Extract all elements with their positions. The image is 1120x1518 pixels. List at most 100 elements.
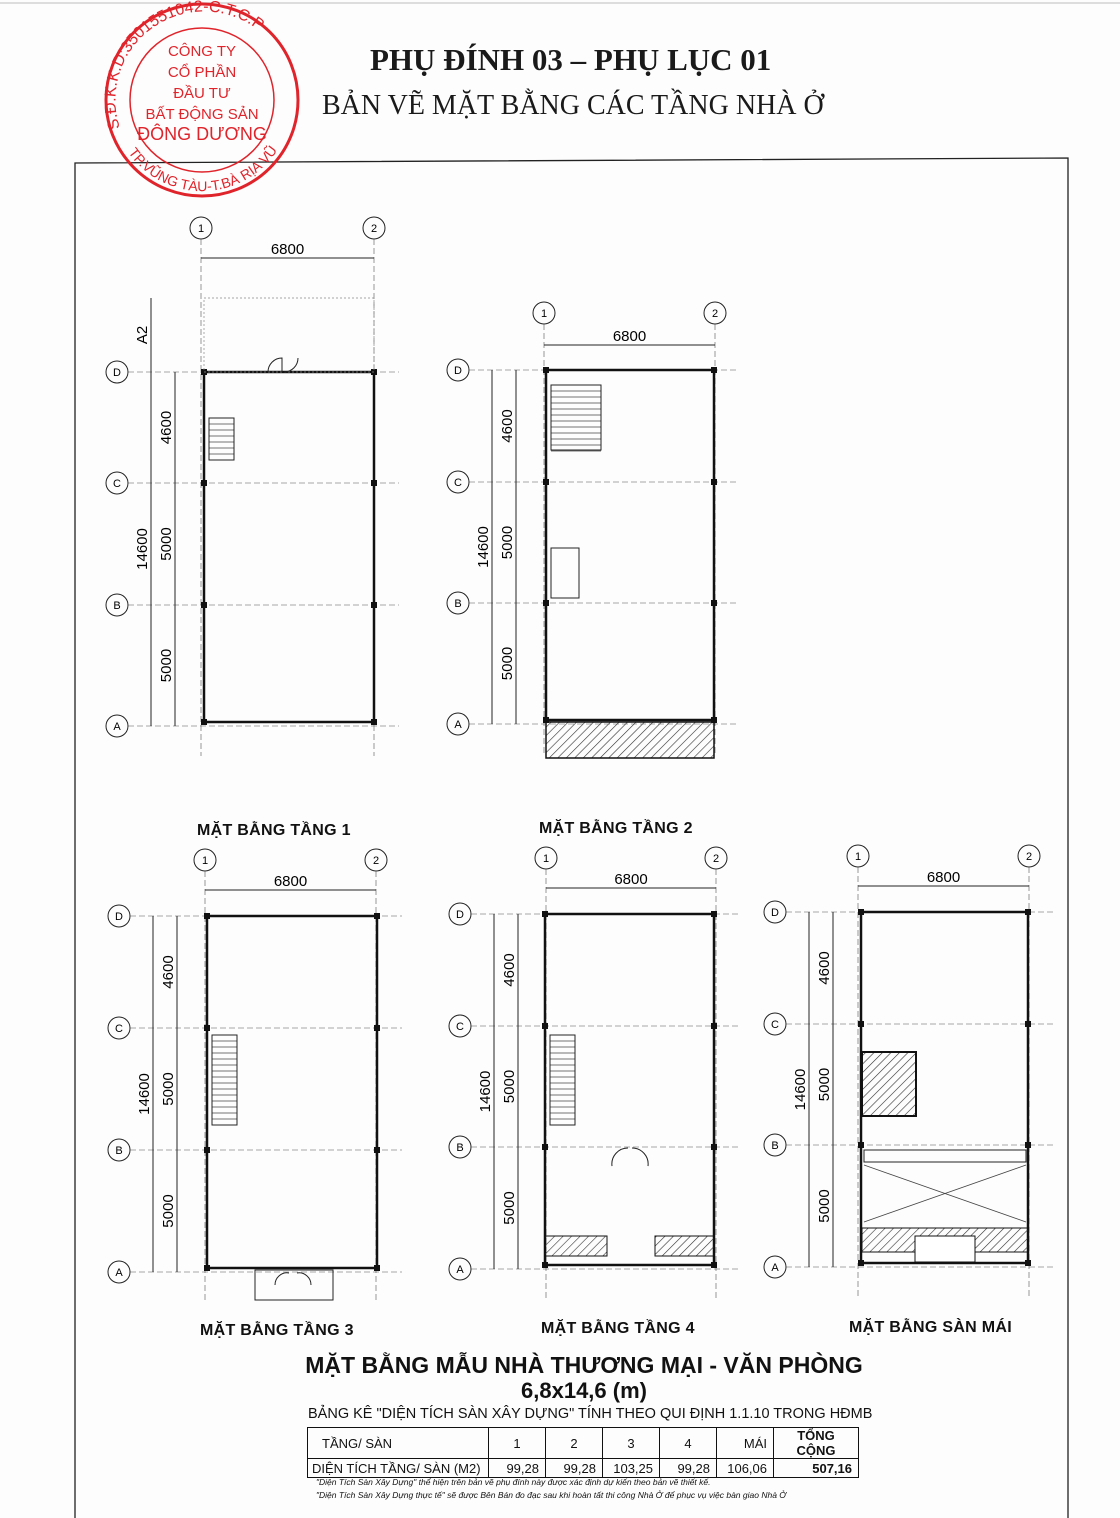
document-subtitle: BẢN VẼ MẶT BẰNG CÁC TẦNG NHÀ Ở <box>322 90 824 121</box>
row-dimension: 5000 <box>499 526 516 559</box>
stamp-outer-ring <box>104 2 300 198</box>
row-dimension: 5000 <box>499 647 516 680</box>
grid-label: B <box>771 1140 778 1152</box>
row-dimension: 4600 <box>160 955 177 988</box>
extra-dimension: A2 <box>134 326 151 344</box>
column <box>201 719 207 725</box>
row-dimension: 5000 <box>158 527 175 560</box>
column <box>371 602 377 608</box>
row-dimension: 4600 <box>158 411 175 444</box>
staircase <box>211 1034 238 1126</box>
stamp-center-text: BẤT ĐỘNG SẢN <box>145 106 258 123</box>
area-cell: 106,06 <box>716 1458 774 1478</box>
exterior-wall <box>202 370 376 724</box>
area-cell: 103,25 <box>602 1458 660 1478</box>
plan-title-floor-3: MẶT BẰNG TẦNG 3 <box>200 1322 354 1339</box>
width-dimension: 6800 <box>274 873 307 890</box>
grid-label: 1 <box>855 851 861 863</box>
column <box>543 479 549 485</box>
grid-label: D <box>113 367 121 379</box>
grid-label: C <box>456 1021 464 1033</box>
column <box>201 602 207 608</box>
row-dimension: 4600 <box>816 951 833 984</box>
total-dimension: 14600 <box>477 1071 494 1113</box>
column <box>543 600 549 606</box>
row-dimension: 5000 <box>160 1194 177 1227</box>
staircase <box>549 1034 576 1126</box>
exterior-wall <box>205 914 379 1270</box>
door <box>274 1272 312 1286</box>
column <box>711 1262 717 1268</box>
footnote: "Diện Tích Sàn Xây Dựng thực tế" sẽ được… <box>316 1490 787 1500</box>
column <box>711 600 717 606</box>
grid-label: 2 <box>371 223 377 235</box>
grid-label: 2 <box>712 308 718 320</box>
grid-label: 2 <box>713 853 719 865</box>
roof-door <box>914 1235 976 1263</box>
total-dimension: 14600 <box>134 528 151 570</box>
row-dimension: 5000 <box>160 1072 177 1105</box>
grid-label: 2 <box>1026 851 1032 863</box>
total-cell: 507,16 <box>773 1458 859 1478</box>
grid-label: A <box>115 1267 123 1279</box>
plan-title-roof: MẶT BẰNG SÀN MÁI <box>849 1319 1013 1336</box>
row-dimension: 5000 <box>501 1070 518 1103</box>
grid-label: B <box>454 598 461 610</box>
grid-label: 1 <box>198 223 204 235</box>
grid-label: D <box>456 909 464 921</box>
sheet-frame <box>74 157 1069 1518</box>
grid-label: B <box>115 1145 122 1157</box>
column <box>711 479 717 485</box>
column <box>1025 1260 1031 1266</box>
grid-label: 2 <box>373 855 379 867</box>
scan-edge <box>0 2 1120 4</box>
column <box>204 1147 210 1153</box>
total-dimension: 14600 <box>136 1073 153 1115</box>
column <box>204 913 210 919</box>
staircase <box>208 417 235 461</box>
grid-label: B <box>456 1142 463 1154</box>
row-dimension: 5000 <box>816 1068 833 1101</box>
planter <box>544 1235 608 1257</box>
row-label: DIỆN TÍCH TẦNG/ SÀN (M2) <box>307 1458 489 1478</box>
plan-title-floor-1: MẶT BẰNG TẦNG 1 <box>197 822 351 839</box>
column <box>201 480 207 486</box>
grid-label: C <box>454 477 462 489</box>
summary-size: 6,8x14,6 (m) <box>521 1378 647 1403</box>
stair-lower <box>550 547 580 599</box>
stamp-center-text: ĐÔNG DƯƠNG <box>137 123 267 144</box>
area-table: TẦNG/ SÀN 1 2 3 4 MÁI TỔNG CỘNG DIỆN TÍC… <box>307 1427 859 1478</box>
door <box>267 357 299 373</box>
header-cell: MÁI <box>716 1427 774 1459</box>
column <box>374 913 380 919</box>
column <box>542 1262 548 1268</box>
grid-label: D <box>115 911 123 923</box>
plan-title-floor-4: MẶT BẰNG TẦNG 4 <box>541 1320 695 1337</box>
grid-label: D <box>454 365 462 377</box>
column <box>374 1147 380 1153</box>
exterior-wall <box>544 368 716 722</box>
grid-label: A <box>113 721 121 733</box>
column <box>543 367 549 373</box>
row-dimension: 4600 <box>499 409 516 442</box>
column <box>204 1025 210 1031</box>
column <box>858 1142 864 1148</box>
table-caption: BẢNG KÊ "DIỆN TÍCH SÀN XÂY DỰNG" TÍNH TH… <box>308 1406 873 1422</box>
column <box>204 1265 210 1271</box>
plan-title-floor-2: MẶT BẰNG TẦNG 2 <box>539 820 693 837</box>
grid-label: A <box>454 719 462 731</box>
grid-label: D <box>771 907 779 919</box>
column <box>371 480 377 486</box>
grid-label: B <box>113 600 120 612</box>
grid-label: 1 <box>543 853 549 865</box>
column <box>371 719 377 725</box>
column <box>542 1023 548 1029</box>
staircase <box>550 384 602 451</box>
column <box>711 911 717 917</box>
